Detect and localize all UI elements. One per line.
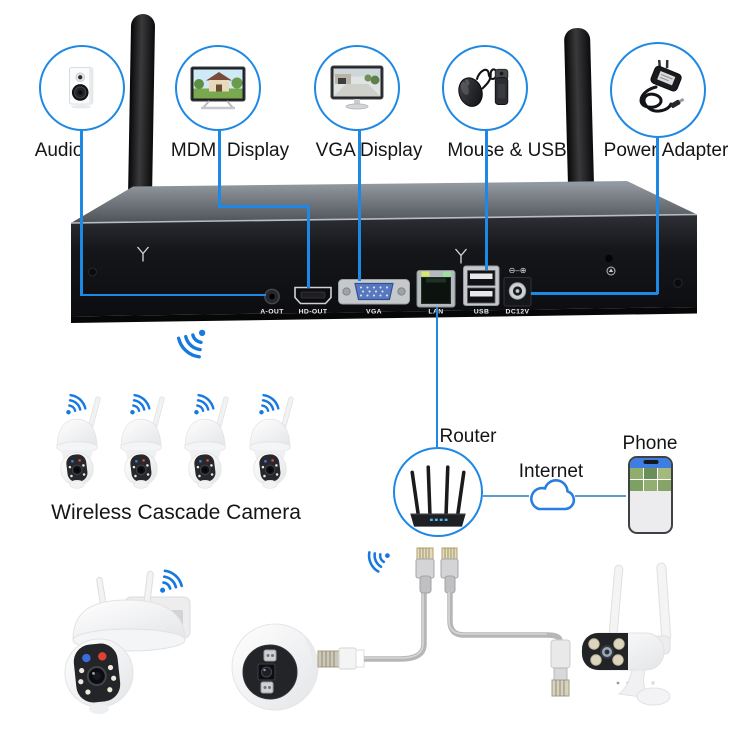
hdmi-line-horizontal (218, 205, 309, 208)
rj45-connector-b (440, 547, 459, 594)
antenna-symbol-right (455, 248, 467, 264)
speaker-icon (69, 67, 94, 109)
phone-notch (643, 460, 658, 464)
screw (673, 278, 683, 288)
phone-statusbar (630, 458, 671, 468)
cascade-camera-3 (184, 395, 230, 489)
router-bubble (393, 447, 483, 537)
ptz-camera (64, 570, 191, 714)
power-adapter-label: Power Adapter (603, 140, 729, 161)
hdmi-port (294, 286, 332, 305)
audio-line-vertical (80, 130, 83, 294)
usb-ports (463, 265, 500, 306)
rj45-connector-a (415, 547, 435, 594)
usb-line-vertical (485, 130, 488, 270)
hdmi-display-bubble (175, 45, 261, 131)
power-adapter-bubble (610, 42, 706, 138)
rj45-plug-left (317, 647, 365, 670)
lan-port (416, 270, 456, 308)
audio-out-port (264, 288, 280, 305)
mdmi-display-label: MDMI Display (170, 140, 290, 161)
tv-icon (190, 66, 246, 110)
bullet-camera-face (582, 633, 628, 670)
antenna-symbol-left (137, 246, 149, 262)
port-label-vga: VGA (366, 309, 382, 316)
internet-label: Internet (518, 461, 584, 482)
cascade-camera-4 (249, 395, 295, 489)
ethernet-cable-2 (447, 592, 563, 642)
mouse-usb-label: Mouse & USB (447, 140, 567, 161)
router-icon (410, 465, 466, 527)
vga-line-vertical (358, 130, 361, 281)
vga-port (338, 279, 410, 305)
phone-label: Phone (622, 433, 678, 454)
power-line-horizontal (531, 292, 658, 295)
antenna-hole (605, 254, 613, 263)
dome-camera (231, 623, 319, 711)
router-cloud-line (483, 495, 529, 497)
port-label-usb: USB (474, 309, 490, 316)
audio-line-horizontal (80, 293, 266, 296)
vga-display-bubble (314, 45, 400, 131)
port-label-dc12v: DC12V (506, 309, 530, 316)
cascade-camera-label: Wireless Cascade Camera (51, 501, 301, 524)
audio-bubble (39, 45, 125, 131)
phone-camera-grid (630, 468, 671, 491)
hdmi-line-vertical1 (218, 130, 221, 207)
lan-router-line (435, 307, 438, 447)
phone (628, 456, 673, 534)
port-label-aout: A-OUT (260, 309, 284, 316)
audio-label: Audio (34, 140, 84, 161)
cloud-phone-line (575, 495, 626, 497)
cascade-camera-1 (56, 395, 102, 489)
nvr-recorder: ⊖–⊕ A-OUT HD-OUT VGA LAN USB DC12V (70, 181, 698, 323)
internet-cloud-icon (530, 479, 576, 511)
hdmi-line-vertical2 (307, 205, 310, 288)
dc-power-jack (503, 277, 532, 307)
vga-display-label: VGA Display (315, 140, 423, 161)
monitor-icon (330, 65, 384, 110)
power-adapter-icon (639, 60, 685, 113)
rj45-connector-c (550, 639, 571, 697)
mouse-usb-icon (458, 68, 509, 107)
router-label: Router (439, 426, 497, 447)
port-label-hdout: HD-OUT (299, 309, 328, 316)
bullet-camera (581, 562, 672, 706)
power-line-vertical (656, 138, 659, 294)
cascade-camera-2 (120, 395, 166, 489)
ethernet-cable-1 (364, 592, 427, 662)
ethernet-cables (317, 547, 571, 697)
dc-polarity-symbol: ⊖–⊕ (509, 266, 527, 275)
mouse-usb-bubble (442, 45, 528, 131)
screw (88, 267, 97, 277)
